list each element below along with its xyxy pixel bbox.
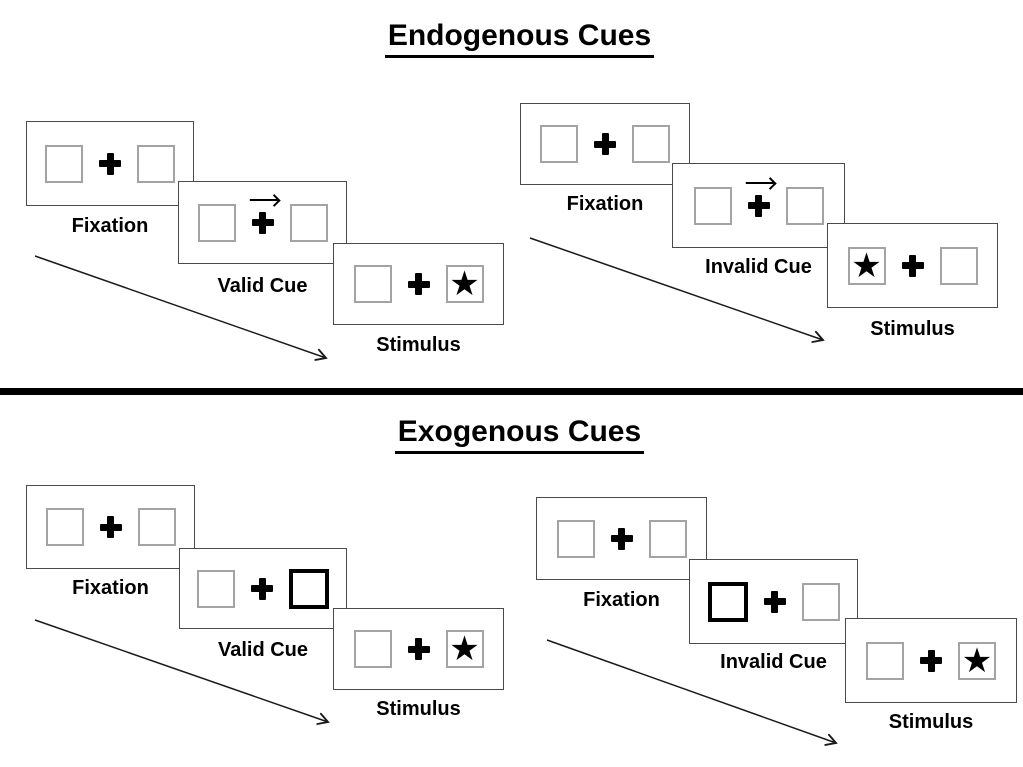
left-placeholder-box [540, 125, 578, 163]
fixation-cross-area [763, 590, 787, 614]
panel-label-invalid-cue: Invalid Cue [720, 651, 827, 673]
fixation-plus-icon [251, 577, 273, 600]
fixation-plus-icon [99, 516, 122, 538]
endogenous-invalid-stimulus-panel [827, 223, 998, 308]
section-title-endogenous: Endogenous Cues [384, 19, 655, 58]
timeline-arrow-exogenous-invalid [546, 639, 838, 746]
fixation-plus-icon [594, 133, 616, 155]
exogenous-valid-cue-panel [179, 548, 347, 629]
fixation-cross-area [98, 152, 122, 176]
right-target-box [445, 265, 484, 303]
endogenous-invalid-fixation-panel [520, 103, 690, 185]
timeline-arrow-endogenous-valid [34, 255, 328, 361]
left-placeholder-box [866, 641, 904, 680]
right-placeholder-box [632, 125, 670, 163]
endogenous-valid-stimulus-panel [333, 243, 504, 325]
right-placeholder-box [289, 203, 328, 242]
fixation-cross-area [901, 254, 925, 278]
panel-label-stimulus: Stimulus [376, 698, 461, 720]
fixation-cross-area [919, 649, 943, 673]
fixation-plus-icon [763, 590, 786, 613]
endogenous-valid-cue-panel [178, 181, 347, 264]
panel-label-valid-cue: Valid Cue [217, 639, 309, 661]
fixation-plus-icon [747, 194, 770, 217]
fixation-plus-icon [610, 527, 633, 550]
endogenous-valid-fixation-panel [26, 121, 194, 206]
fixation-plus-icon [920, 649, 942, 672]
left-placeholder-box [45, 144, 83, 183]
panel-label-stimulus: Stimulus [888, 711, 974, 733]
timeline-arrow-exogenous-valid [34, 619, 330, 725]
exogenous-valid-fixation-panel [26, 485, 195, 569]
left-placeholder-box [353, 630, 392, 668]
left-placeholder-box [693, 186, 732, 225]
fixation-plus-icon [251, 211, 274, 234]
right-placeholder-box [137, 144, 175, 183]
section-divider [0, 388, 1023, 395]
exogenous-invalid-stimulus-panel [845, 618, 1017, 703]
panel-label-fixation: Fixation [583, 589, 660, 611]
fixation-cross-area [250, 577, 274, 601]
right-target-box [958, 641, 996, 680]
left-placeholder-box [197, 569, 235, 608]
fixation-cross-area [745, 182, 774, 218]
right-placeholder-box [785, 186, 824, 225]
panel-label-invalid-cue: Invalid Cue [705, 256, 812, 278]
fixation-plus-icon [99, 152, 121, 175]
panel-label-stimulus: Stimulus [376, 334, 461, 356]
section-title-exogenous: Exogenous Cues [394, 415, 645, 454]
right-target-box [445, 630, 484, 668]
panel-label-fixation: Fixation [71, 215, 149, 237]
right-placeholder-box [137, 508, 176, 546]
section-title-exogenous-wrap: Exogenous Cues [0, 415, 1023, 454]
panel-label-fixation: Fixation [566, 193, 644, 215]
panel-label-valid-cue: Valid Cue [217, 275, 308, 297]
left-placeholder-box [353, 265, 392, 303]
right-highlighted-cue-box [289, 568, 329, 609]
timeline-arrow-endogenous-invalid [529, 237, 825, 343]
fixation-cross-area [593, 132, 617, 156]
fixation-plus-icon [407, 638, 430, 660]
exogenous-invalid-fixation-panel [536, 497, 707, 580]
left-target-box [847, 246, 886, 285]
right-placeholder-box [801, 582, 840, 621]
left-highlighted-cue-box [707, 581, 748, 622]
fixation-cross-area [99, 515, 123, 539]
left-placeholder-box [197, 203, 236, 242]
fixation-plus-icon [407, 273, 430, 295]
panel-label-stimulus: Stimulus [870, 318, 955, 340]
fixation-cross-area [407, 272, 431, 296]
cue-right-arrow-icon [745, 178, 775, 189]
cue-right-arrow-icon [249, 195, 279, 206]
panel-label-fixation: Fixation [72, 577, 149, 599]
right-placeholder-box [939, 246, 978, 285]
left-placeholder-box [45, 508, 84, 546]
fixation-cross-area [610, 527, 634, 551]
fixation-cross-area [407, 637, 431, 661]
exogenous-invalid-cue-panel [689, 559, 858, 644]
endogenous-invalid-cue-panel [672, 163, 845, 248]
left-placeholder-box [556, 519, 595, 558]
section-title-endogenous-wrap: Endogenous Cues [0, 19, 1023, 58]
fixation-cross-area [249, 199, 278, 235]
exogenous-valid-stimulus-panel [333, 608, 504, 690]
right-placeholder-box [648, 519, 687, 558]
fixation-plus-icon [901, 254, 924, 277]
